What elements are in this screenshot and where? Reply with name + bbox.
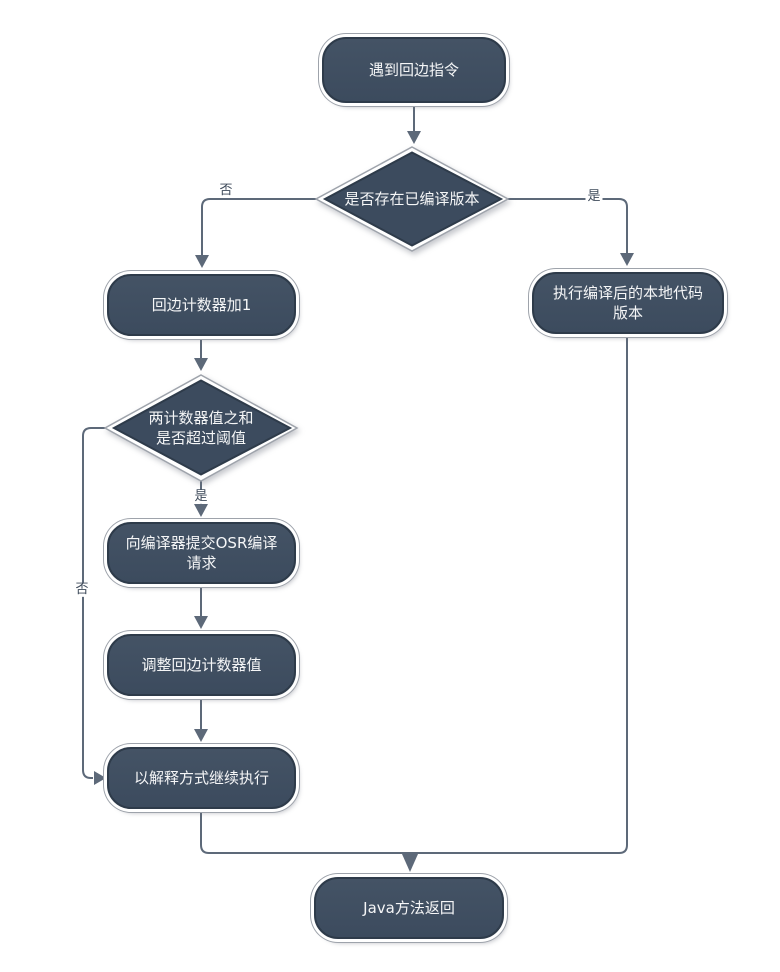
node-continue-interpret: 以解释方式继续执行 [107,747,296,809]
node-adjust-counter: 调整回边计数器值 [107,634,296,696]
decision-threshold-exceeded-shape [103,374,299,482]
node-java-return: Java方法返回 [314,877,504,939]
arrowhead-threshold-yes [194,504,208,517]
edge-interpret-to-return [200,809,410,854]
decision-compiled-exists: 是否存在已编译版本 [314,146,510,252]
edge-check-no [201,198,316,257]
branch-label-compiled-yes: 是 [585,188,603,205]
decision-threshold-exceeded: 两计数器值之和 是否超过阈值 [103,374,299,482]
node-execute-native-label-line1: 执行编译后的本地代码 [552,283,703,302]
node-increment-counter-label: 回边计数器加1 [151,295,252,314]
arrowhead-threshold-no-loop [94,771,106,785]
arrowhead-check-no [195,255,209,268]
branch-label-compiled-no: 否 [217,182,235,199]
arrowhead-start-to-check [407,131,421,144]
decision-compiled-exists-shape [314,146,510,252]
node-start: 遇到回边指令 [322,37,506,103]
node-execute-native: 执行编译后的本地代码 版本 [532,272,724,334]
branch-label-threshold-no: 否 [73,581,91,598]
arrowhead-osr-to-adjust [194,616,208,629]
node-execute-native-label-line2: 版本 [612,304,643,322]
arrowhead-adjust-to-interpret [194,729,208,742]
arrowhead-increment-to-threshold [194,358,208,371]
arrowhead-check-yes [620,253,634,266]
node-submit-osr-label-line1: 向编译器提交OSR编译 [125,533,278,552]
node-submit-osr: 向编译器提交OSR编译 请求 [107,522,296,584]
node-submit-osr-label-line2: 请求 [186,554,217,572]
branch-label-threshold-yes: 是 [192,488,210,505]
node-java-return-label: Java方法返回 [363,898,455,917]
decision-compiled-exists-label: 是否存在已编译版本 [344,189,480,208]
node-adjust-counter-label: 调整回边计数器值 [141,655,262,674]
edge-threshold-no-loop [82,427,105,779]
node-start-label: 遇到回边指令 [368,60,459,79]
decision-threshold-label-line1: 两计数器值之和 [148,408,254,427]
arrowhead-into-return [402,854,418,872]
edge-check-yes [508,198,628,255]
decision-threshold-label-line2: 是否超过阈值 [155,429,246,447]
node-increment-counter: 回边计数器加1 [107,274,296,336]
node-continue-interpret-label: 以解释方式继续执行 [133,768,269,787]
edge-native-to-return [410,334,628,854]
